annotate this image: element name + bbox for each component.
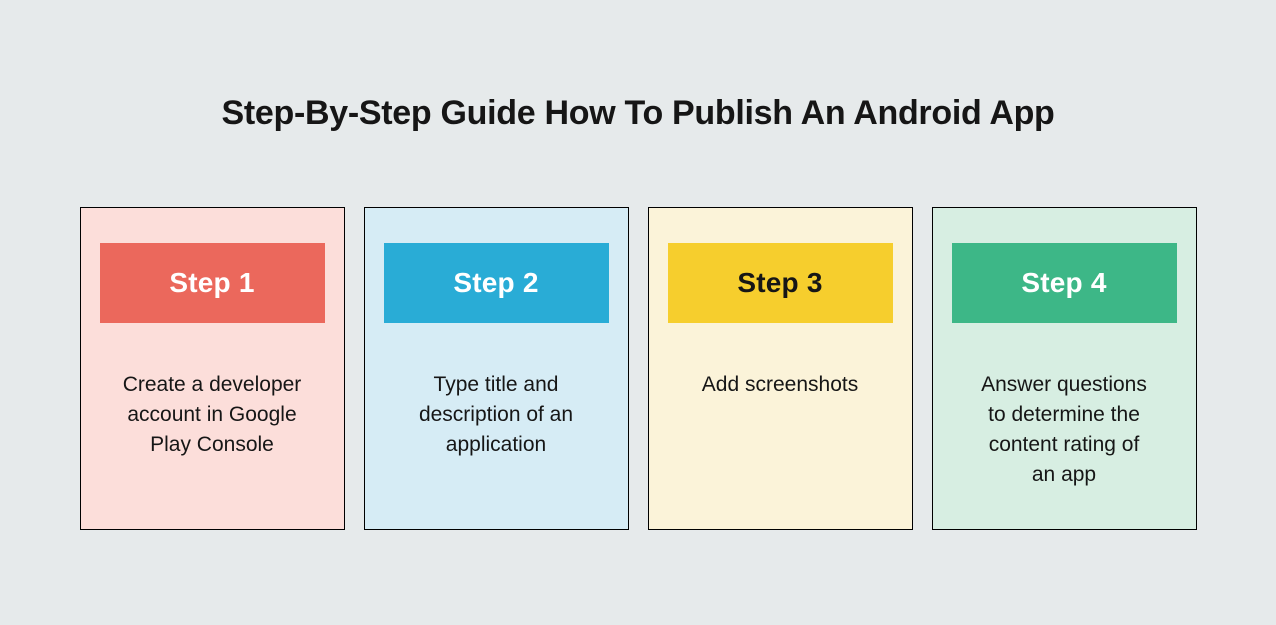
step-card-3: Step 3 Add screenshots <box>647 207 913 530</box>
step-card-1: Step 1 Create a developer account in Goo… <box>79 207 345 530</box>
steps-row: Step 1 Create a developer account in Goo… <box>0 207 1276 530</box>
step-card-2: Step 2 Type title and description of an … <box>363 207 629 530</box>
step-3-header: Step 3 <box>667 243 893 323</box>
step-card-4: Step 4 Answer questions to determine the… <box>931 207 1197 530</box>
step-3-description: Add screenshots <box>701 373 859 396</box>
step-4-description: Answer questions to determine the conten… <box>981 373 1147 486</box>
step-1-label: Step 1 <box>169 267 255 298</box>
step-3-label: Step 3 <box>737 267 823 298</box>
step-2-description: Type title and description of an applica… <box>418 373 574 456</box>
step-1-header: Step 1 <box>99 243 325 323</box>
step-4-header: Step 4 <box>951 243 1177 323</box>
page-title: Step-By-Step Guide How To Publish An And… <box>221 94 1055 132</box>
step-4-label: Step 4 <box>1021 267 1107 298</box>
step-2-header: Step 2 <box>383 243 609 323</box>
step-1-description: Create a developer account in Google Pla… <box>122 373 302 456</box>
step-2-label: Step 2 <box>453 267 539 298</box>
